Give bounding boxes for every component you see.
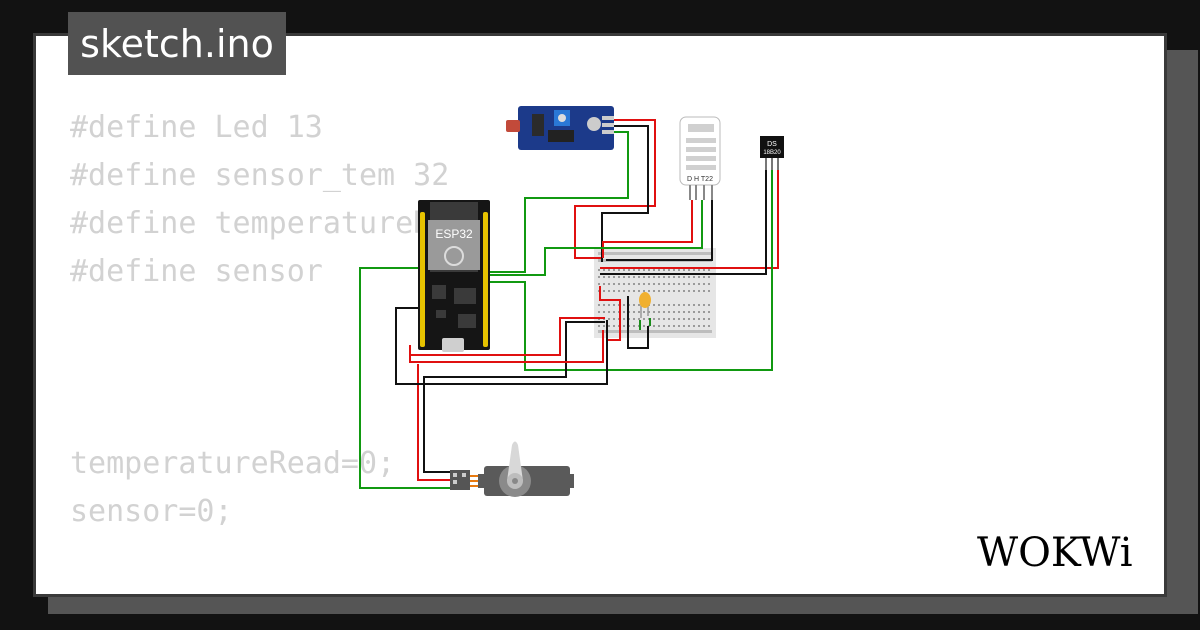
ds-label-1: DS [767, 141, 777, 148]
photoresistor-module [506, 106, 614, 150]
wires [359, 119, 779, 489]
dht22-sensor: D H T22 [679, 116, 721, 200]
esp32-board: ESP32 [418, 200, 490, 352]
breadboard [594, 248, 716, 338]
led [639, 292, 651, 318]
resistor [639, 318, 651, 330]
wokwi-logo-text: WOKWi [977, 530, 1133, 576]
code-line: #define Led 13 [70, 110, 323, 145]
code-line: #define sensor [70, 254, 323, 289]
code-line: #define sensor_tem 32 [70, 158, 450, 193]
code-line: sensor=0; [70, 494, 233, 529]
ds18b20-sensor: DS 18B20 [760, 136, 784, 170]
ds-label-2: 18B20 [763, 150, 781, 156]
wokwi-logo: WOKWi [977, 530, 1133, 576]
code-line: temperatureRead=0; [70, 446, 396, 481]
file-name-tab: sketch.ino [68, 12, 286, 75]
code-line: void setup(){ [70, 584, 485, 594]
dht-label: D H T22 [687, 176, 713, 183]
esp32-label: ESP32 [435, 227, 473, 241]
servo-motor [450, 441, 574, 497]
